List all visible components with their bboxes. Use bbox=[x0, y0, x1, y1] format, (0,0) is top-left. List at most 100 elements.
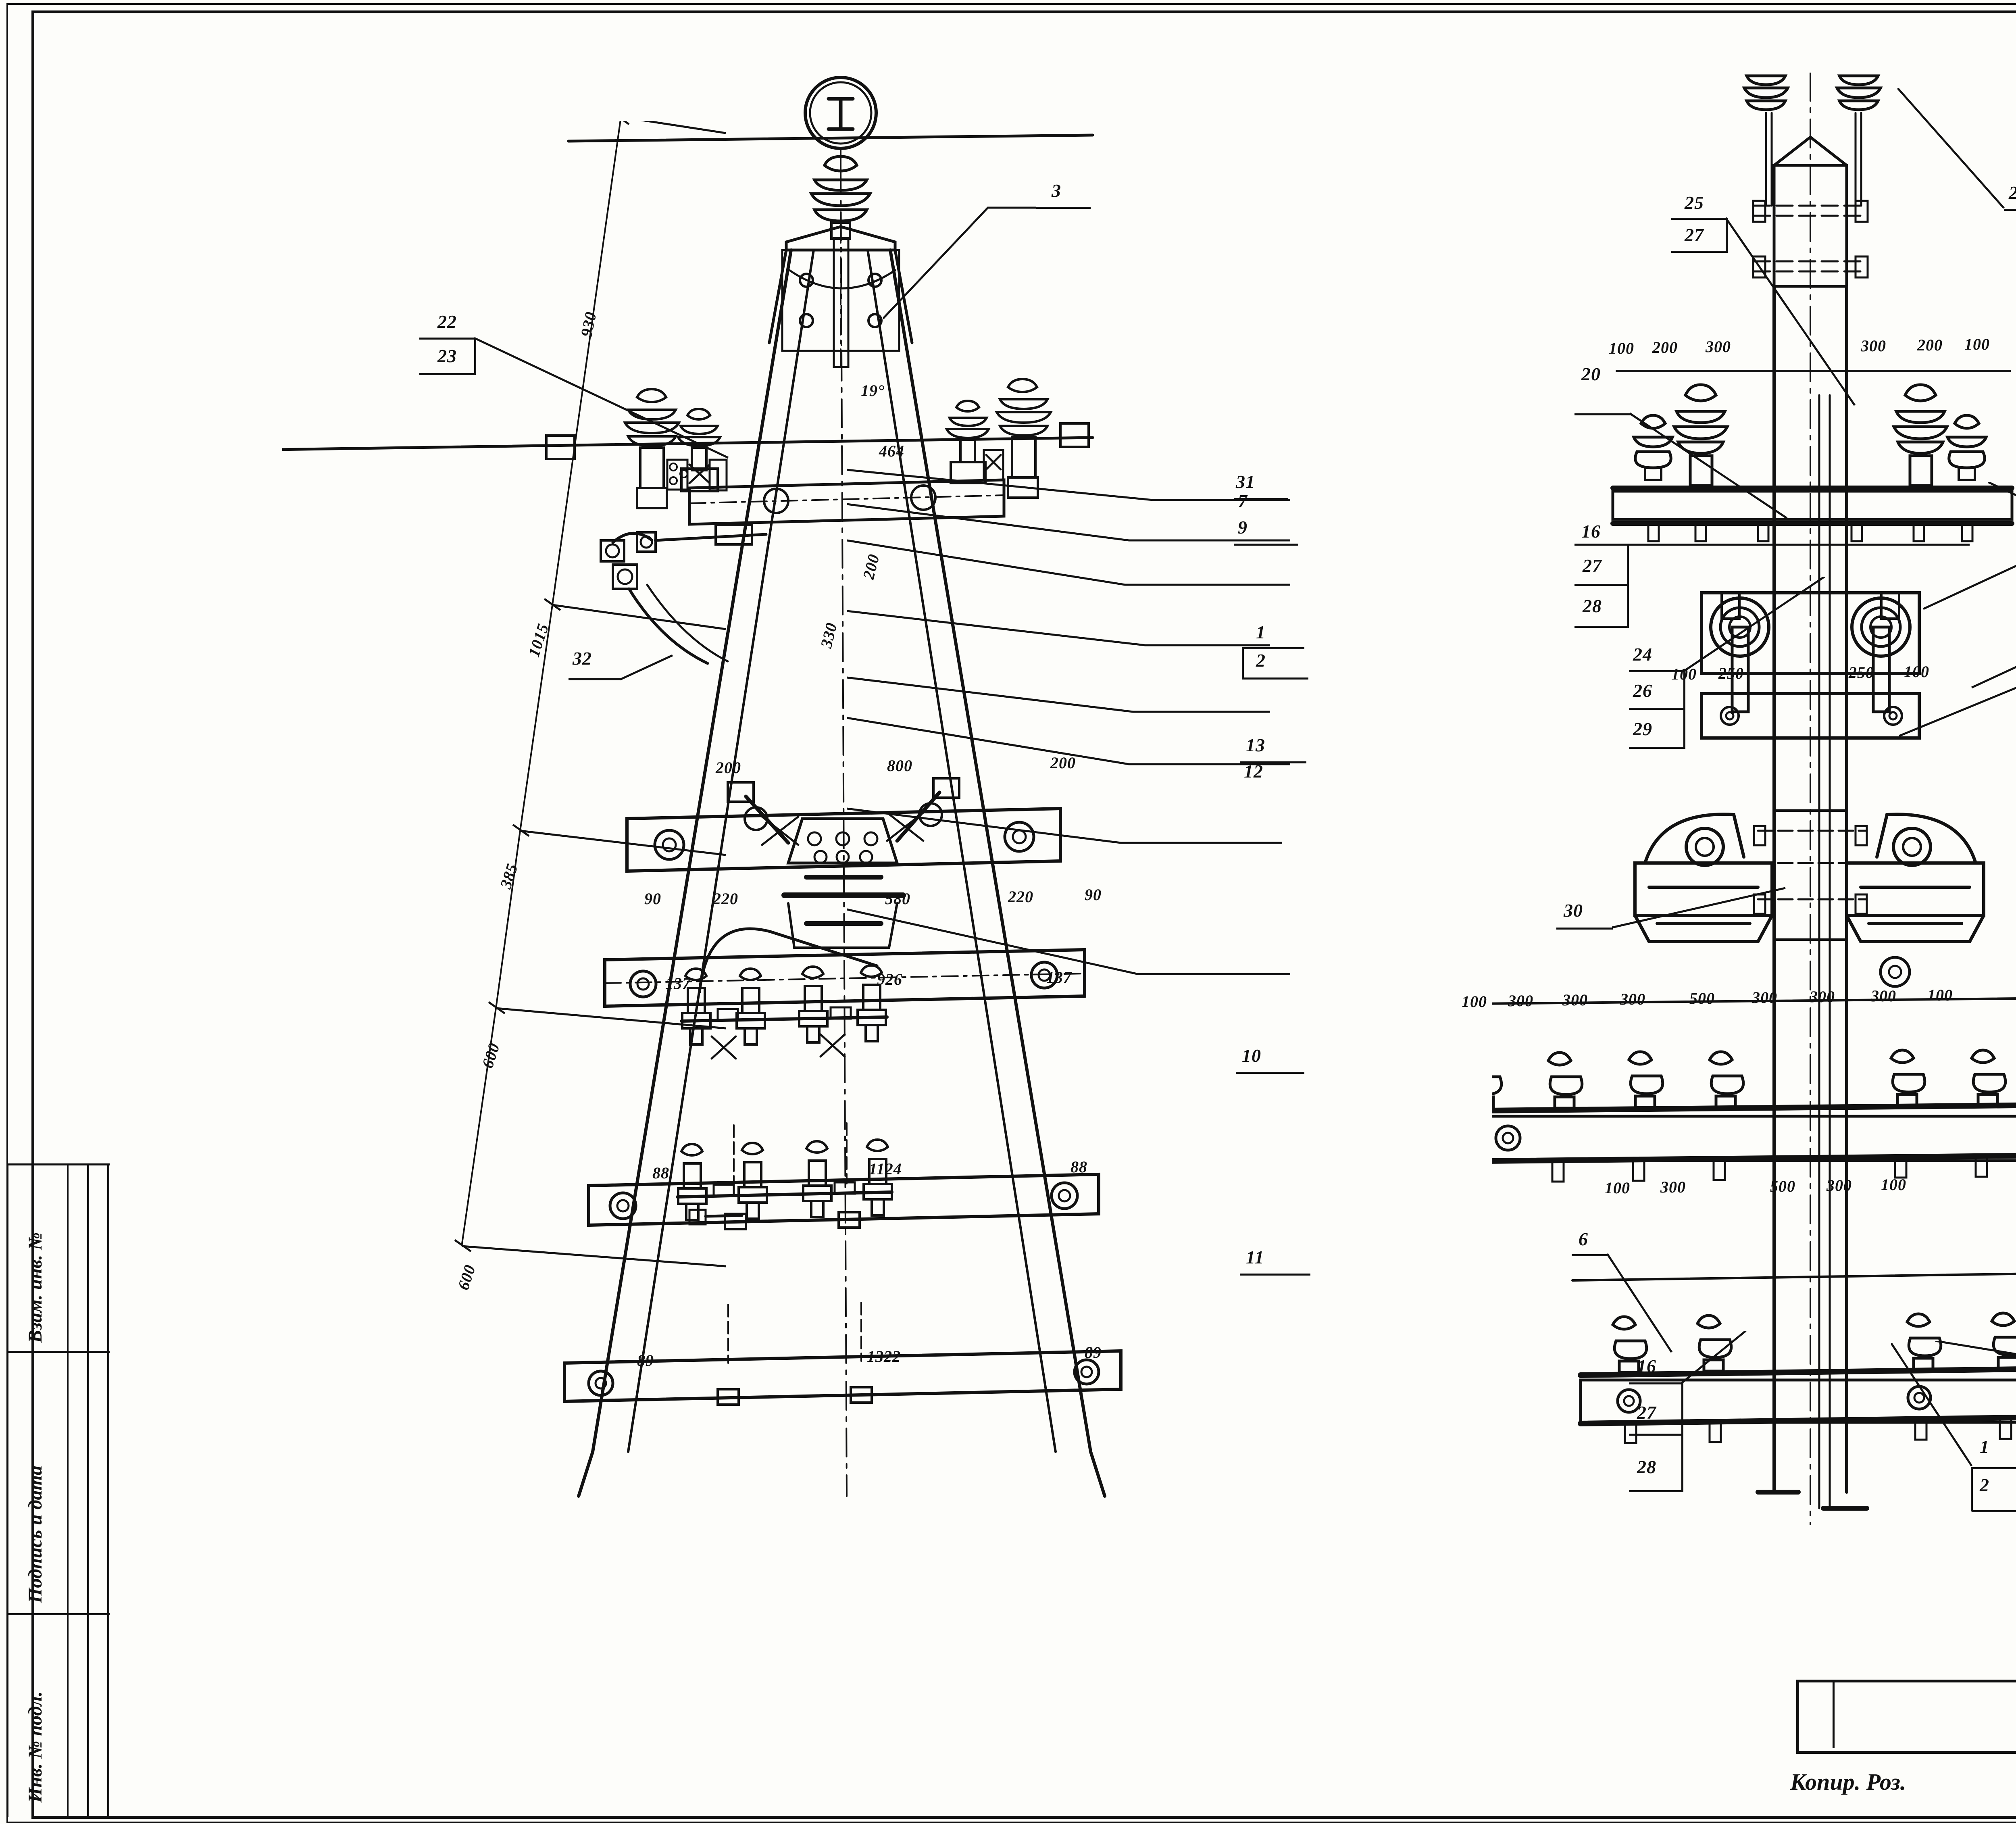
sheet-border bbox=[31, 10, 2016, 1819]
rdim-t-300b: 300 bbox=[1861, 337, 1886, 355]
rdim-w-300b: 300 bbox=[1826, 1176, 1852, 1194]
rcallout-29-mid: 29 bbox=[1633, 719, 1652, 739]
dim-89-left: 89 bbox=[637, 1351, 654, 1370]
margin-outer-line bbox=[107, 1163, 109, 1817]
rcallout-14-leader bbox=[1899, 666, 2016, 737]
dim-220-right: 220 bbox=[1008, 888, 1033, 906]
dim-90-right: 90 bbox=[1085, 886, 1102, 904]
rdim-t-300a: 300 bbox=[1706, 338, 1731, 356]
rdim-t-200b: 200 bbox=[1917, 336, 1943, 354]
rcallout-1-bot-leader bbox=[1891, 1343, 1973, 1467]
rcallout-16-bot-bracket bbox=[1681, 1382, 1683, 1492]
left-callout-leaders bbox=[847, 469, 1290, 975]
rdim-w-300a: 300 bbox=[1660, 1178, 1686, 1196]
margin-cell-divider-1 bbox=[6, 1163, 110, 1165]
callout-2-left-underline bbox=[1242, 677, 1308, 680]
dim-200-right: 200 bbox=[1050, 754, 1076, 772]
rdim-w-500: 500 bbox=[1770, 1177, 1795, 1195]
callout-12: 12 bbox=[1244, 761, 1263, 782]
rcallout-6: 6 bbox=[1579, 1229, 1588, 1249]
rdim-l-300e: 300 bbox=[1810, 988, 1835, 1006]
rcallout-6-leader bbox=[1607, 1253, 1673, 1353]
rdim-t-200a: 200 bbox=[1652, 338, 1678, 356]
left-view-drawing bbox=[282, 76, 1123, 1498]
dim-220-left: 220 bbox=[713, 890, 738, 908]
dim-580: 580 bbox=[885, 890, 910, 908]
rcallout-27-mid-underline bbox=[1574, 584, 1629, 586]
rcallout-25-bot-leader bbox=[1935, 1341, 2016, 1355]
margin-inner-line bbox=[67, 1163, 69, 1817]
margin-cell-divider-2 bbox=[6, 1351, 110, 1353]
rcallout-28-bot: 28 bbox=[1637, 1457, 1656, 1477]
margin-cell-divider-3 bbox=[6, 1613, 110, 1615]
rdim-b-250a: 250 bbox=[1718, 664, 1744, 682]
callout-10-underline bbox=[1236, 1072, 1304, 1074]
callout-32: 32 bbox=[573, 648, 592, 669]
rcallout-27-bot-underline bbox=[1629, 1434, 1683, 1436]
dim-330-crossarm: 330 bbox=[816, 621, 841, 650]
rcallout-6-underline bbox=[1572, 1254, 1608, 1256]
rdim-t-100b: 100 bbox=[1964, 335, 1990, 353]
callout-23-underline bbox=[419, 373, 476, 375]
right-view-drawing bbox=[1492, 73, 2016, 1525]
rcallout-27-top-underline bbox=[1671, 251, 1728, 253]
angle-19: 19° bbox=[861, 381, 885, 400]
rcallout-28-mid-underline bbox=[1574, 626, 1629, 628]
callout-11-underline bbox=[1240, 1274, 1310, 1276]
rcallout-24-leader bbox=[1683, 577, 1825, 673]
callout-1-left: 1 bbox=[1256, 622, 1266, 642]
rcallout-30-underline bbox=[1556, 928, 1613, 930]
rcallout-24-26-29-bracket bbox=[1683, 670, 1685, 749]
rcallout-2-bot-underline bbox=[1972, 1510, 2016, 1512]
callout-1-left-underline bbox=[1242, 647, 1304, 649]
rcallout-25-top: 25 bbox=[1685, 192, 1704, 213]
rcallout-26-mid: 26 bbox=[1633, 680, 1652, 701]
rdim-w-100a: 100 bbox=[1605, 1179, 1630, 1197]
callout-13: 13 bbox=[1246, 735, 1265, 755]
callout-9-underline bbox=[1234, 544, 1298, 546]
rcallout-16-bot-underline bbox=[1629, 1382, 1683, 1384]
rdim-l-300d: 300 bbox=[1752, 988, 1777, 1007]
rcallout-28-bot-underline bbox=[1629, 1490, 1683, 1492]
rcallout-21: 21 bbox=[2009, 183, 2016, 202]
rcallout-29-mid-underline bbox=[1629, 747, 1685, 749]
dim-464: 464 bbox=[879, 442, 904, 460]
dim-1322: 1322 bbox=[867, 1347, 901, 1365]
dim-90-left: 90 bbox=[644, 890, 661, 908]
rcallout-30-leader bbox=[1612, 887, 1786, 929]
title-block-left-cell bbox=[1796, 1680, 1835, 1748]
rcallout-16-bot-leader bbox=[1681, 1331, 1747, 1384]
dim-88-right: 88 bbox=[1070, 1158, 1087, 1176]
callout-3: 3 bbox=[1052, 180, 1061, 201]
callout-10: 10 bbox=[1242, 1045, 1261, 1066]
callout-32-leader bbox=[620, 654, 673, 681]
rcallout-20-leader bbox=[1630, 412, 1788, 519]
callout-22: 22 bbox=[437, 311, 457, 332]
callout-22-underline bbox=[419, 338, 476, 340]
rdim-l-500: 500 bbox=[1689, 989, 1715, 1007]
callout-2-left: 2 bbox=[1256, 650, 1266, 671]
rdim-w-100b: 100 bbox=[1881, 1176, 1906, 1194]
dim-800: 800 bbox=[887, 757, 912, 775]
callout-3-leader bbox=[883, 206, 1036, 319]
rdim-b-250b: 250 bbox=[1849, 663, 1874, 682]
rcallout-1-bot: 1 bbox=[1980, 1436, 1989, 1457]
rcallout-2-bot: 2 bbox=[1980, 1475, 1989, 1495]
rcallout-20-underline bbox=[1574, 413, 1631, 415]
dim-926: 926 bbox=[877, 970, 902, 988]
rcallout-16-bot: 16 bbox=[1637, 1356, 1656, 1376]
rdim-l-100a: 100 bbox=[1462, 992, 1487, 1011]
dim-89-right: 89 bbox=[1085, 1343, 1102, 1361]
callout-1-2-bracket bbox=[1242, 647, 1244, 680]
dim-88-left: 88 bbox=[652, 1164, 669, 1182]
sheet-border-inner bbox=[6, 3, 2016, 1823]
rcallout-25-top-underline bbox=[1671, 218, 1728, 220]
rcallout-15-leaders bbox=[1923, 565, 2016, 610]
callout-3-underline bbox=[1036, 207, 1091, 209]
rcallout-1-bot-underline bbox=[1972, 1467, 2016, 1469]
dim-1124: 1124 bbox=[869, 1160, 902, 1178]
rcallout-25-27-bracket bbox=[1726, 218, 1728, 252]
dim-200-left: 200 bbox=[716, 759, 741, 777]
callout-22-leader bbox=[474, 337, 729, 459]
rcallout-20: 20 bbox=[1581, 364, 1601, 384]
